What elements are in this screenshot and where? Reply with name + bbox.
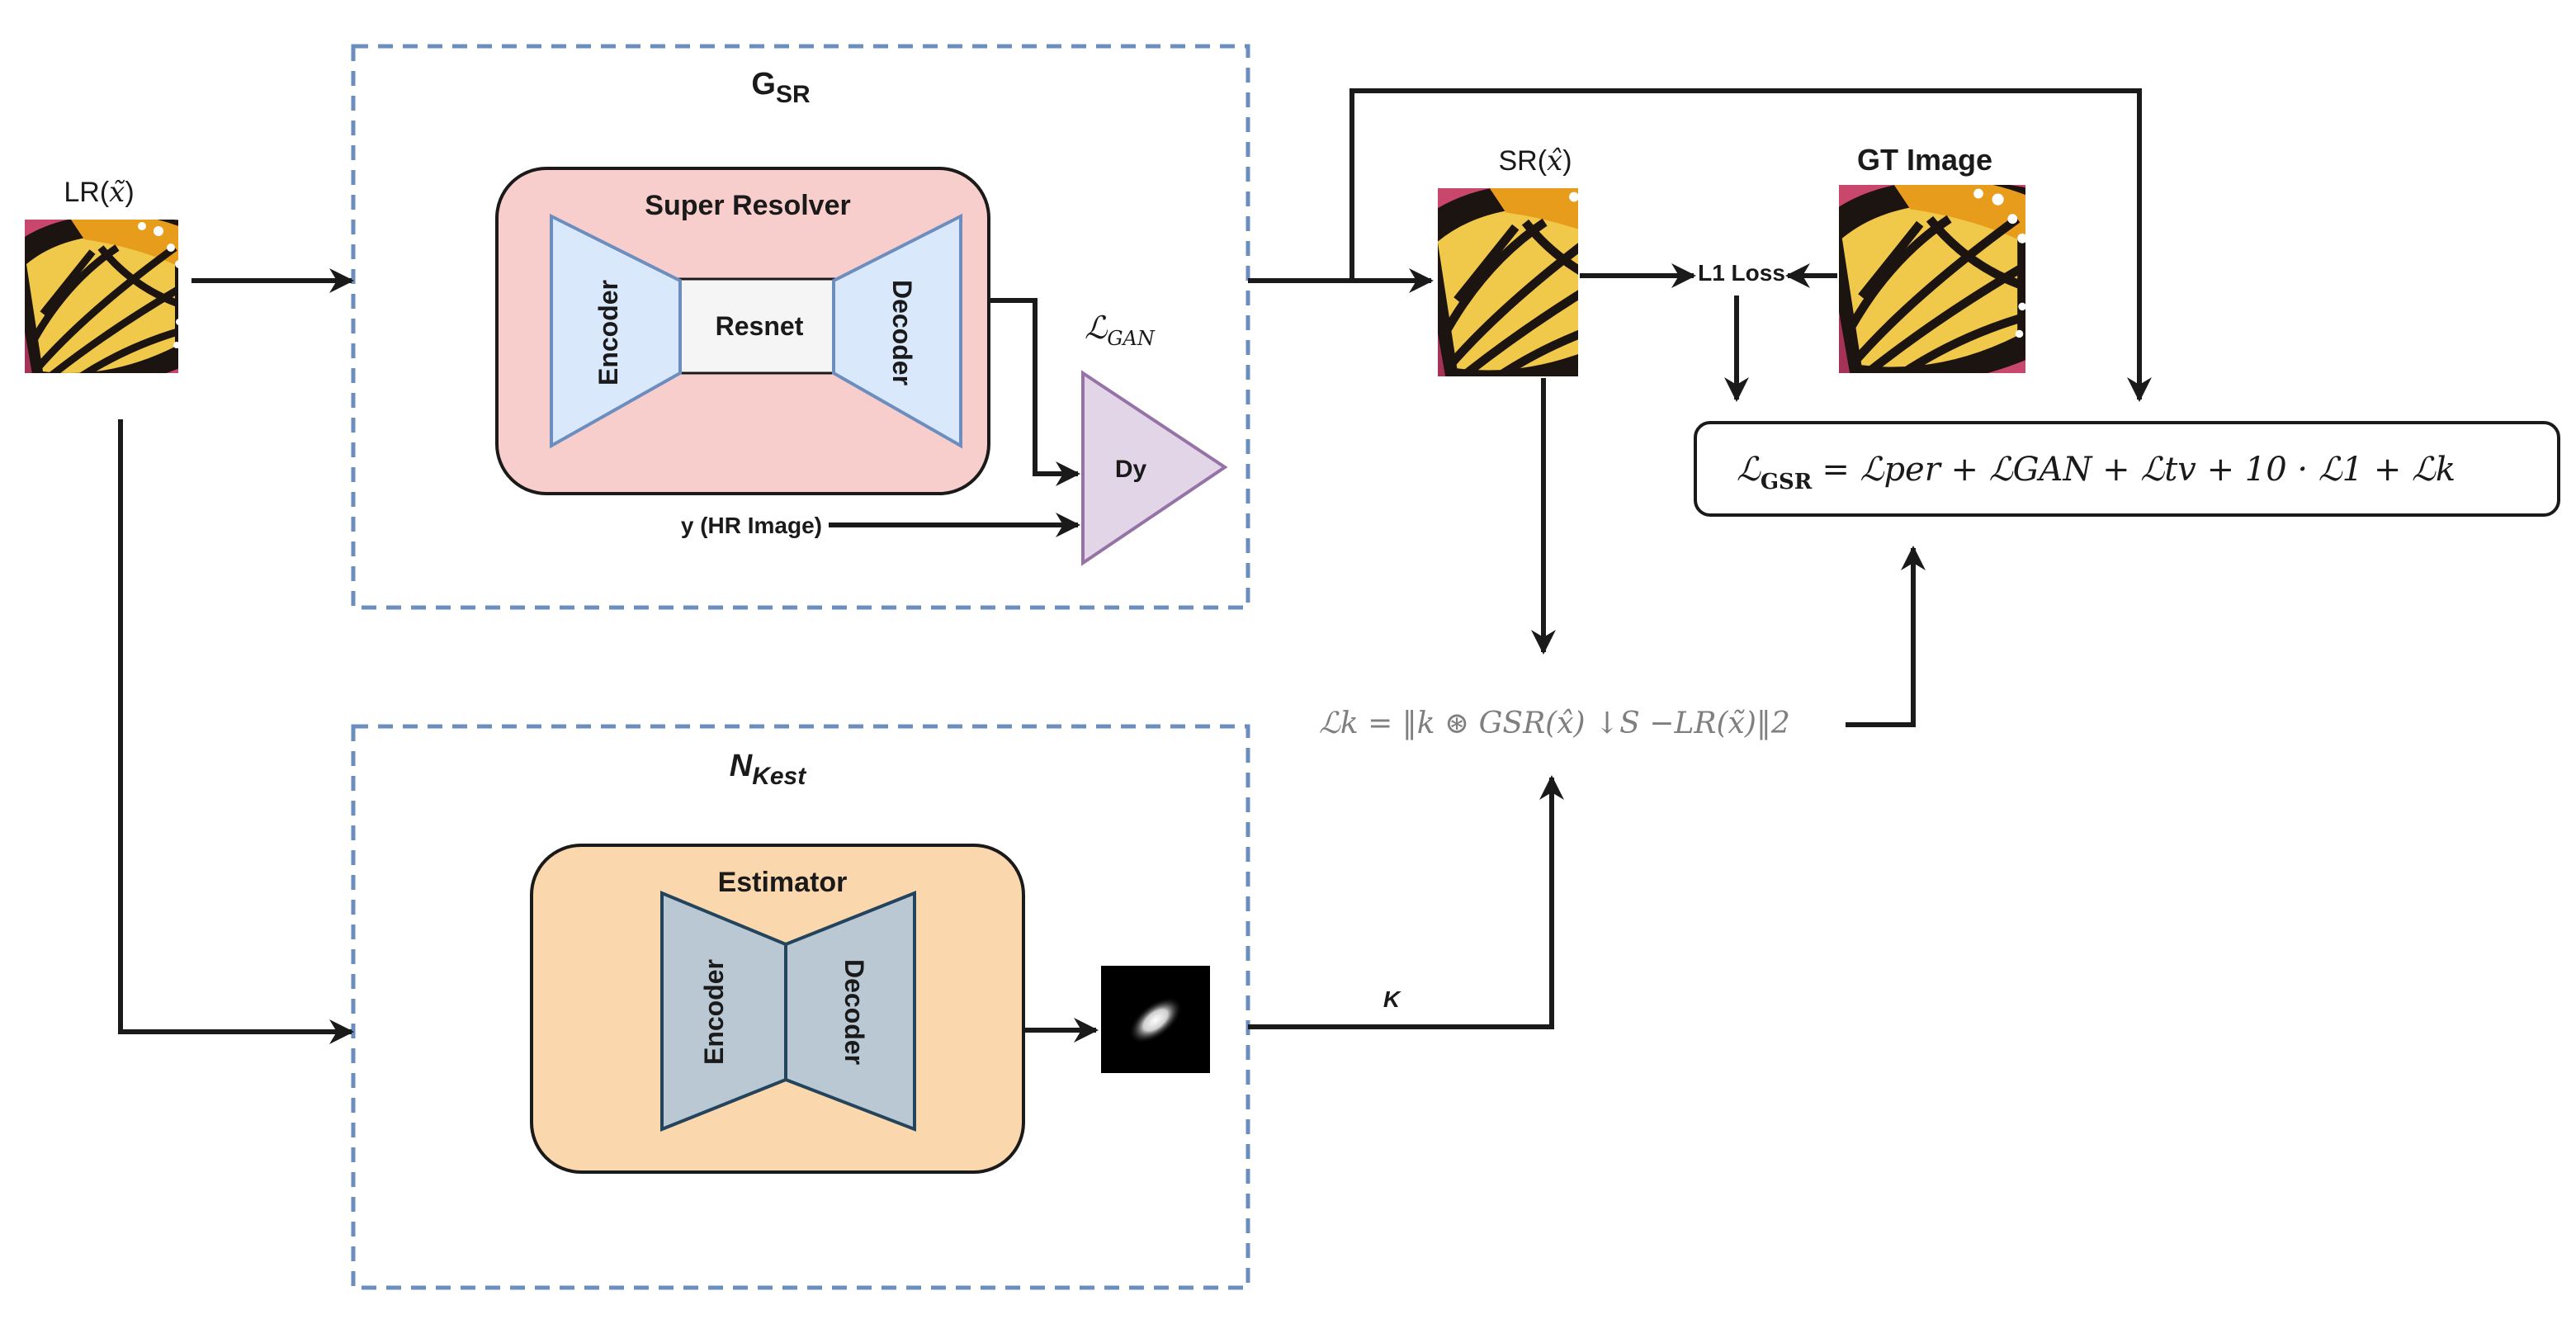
l1-loss-label: L1 Loss: [1698, 260, 1785, 286]
sr-encoder-label: Encoder: [593, 280, 623, 385]
total-loss-lhs-sub: GSR: [1761, 470, 1813, 494]
total-loss-rhs: = ℒper + ℒGAN + ℒtv + 10 · ℒ1 + ℒk: [1822, 451, 2455, 489]
est-decoder-shape: [784, 891, 916, 1132]
lr-label-prefix: LR: [64, 177, 99, 208]
gsr-title-main: G: [751, 67, 776, 102]
estimator-title: Estimator: [718, 867, 848, 898]
kernel-label: K: [1383, 986, 1401, 1012]
arrow-kernel-loss-to-total-loss: [1846, 546, 1926, 727]
kernel-image: [1101, 966, 1210, 1073]
gsr-title: GSR: [751, 67, 811, 108]
resnet-label: Resnet: [716, 311, 804, 341]
discriminator-label: Dy: [1115, 456, 1147, 483]
gsr-dashed-frame: [351, 44, 1250, 610]
total-loss-equation: ℒGSR = ℒper + ℒGAN + ℒtv + 10 · ℒ1 + ℒk: [1737, 451, 2455, 494]
gan-loss-sub: GAN: [1107, 327, 1156, 350]
gan-loss-label: ℒGAN: [1085, 310, 1156, 350]
nkest-title: NKest: [730, 749, 807, 790]
sr-paren-close: ): [1562, 145, 1572, 177]
sr-label-prefix: SR: [1498, 145, 1537, 177]
super-resolver-title: Super Resolver: [645, 190, 850, 221]
total-loss-box: [1694, 421, 2560, 517]
resnet-block: [675, 277, 837, 375]
lr-image: [0, 213, 191, 397]
sr-decoder-shape: [832, 213, 962, 449]
arrow-kernel-to-kernel-loss: [1248, 775, 1564, 1029]
sr-image: [1379, 181, 1633, 398]
arrow-lr-to-nkest: [118, 419, 354, 1044]
kernel-loss-equation: ℒk = ‖k ⊛ GSR(x̂) ↓S −LR(x̃)‖2: [1319, 707, 1790, 740]
sr-encoder-shape: [550, 213, 682, 449]
nkest-dashed-frame: [351, 724, 1250, 1290]
sr-paren-open: (: [1538, 145, 1548, 177]
sr-label: SR(x̂): [1498, 144, 1572, 177]
lr-label: LR(x̃): [64, 176, 134, 209]
gt-image: [1784, 177, 2037, 395]
total-loss-lhs-symbol: ℒ: [1737, 451, 1761, 489]
gsr-title-sub: SR: [776, 81, 811, 108]
discriminator-shape: [1081, 370, 1228, 566]
lr-label-var: x̃: [109, 176, 125, 209]
gt-label: GT Image: [1857, 143, 1992, 177]
arrow-decoder-to-dy: [990, 298, 1080, 486]
nkest-title-sub: Kest: [752, 763, 807, 790]
connectors: [118, 88, 2152, 1044]
sr-label-var: x̂: [1547, 144, 1562, 177]
lr-paren-open: (: [100, 177, 110, 208]
est-decoder-label: Decoder: [839, 959, 869, 1065]
gan-loss-symbol: ℒ: [1085, 310, 1108, 346]
lr-paren-close: ): [125, 177, 134, 208]
hr-image-label: y (HR Image): [681, 513, 822, 538]
sr-decoder-label: Decoder: [887, 280, 917, 385]
nkest-title-main: N: [730, 749, 754, 783]
arrow-loop-to-total-loss: [1349, 88, 2152, 402]
est-encoder-label: Encoder: [699, 959, 729, 1065]
